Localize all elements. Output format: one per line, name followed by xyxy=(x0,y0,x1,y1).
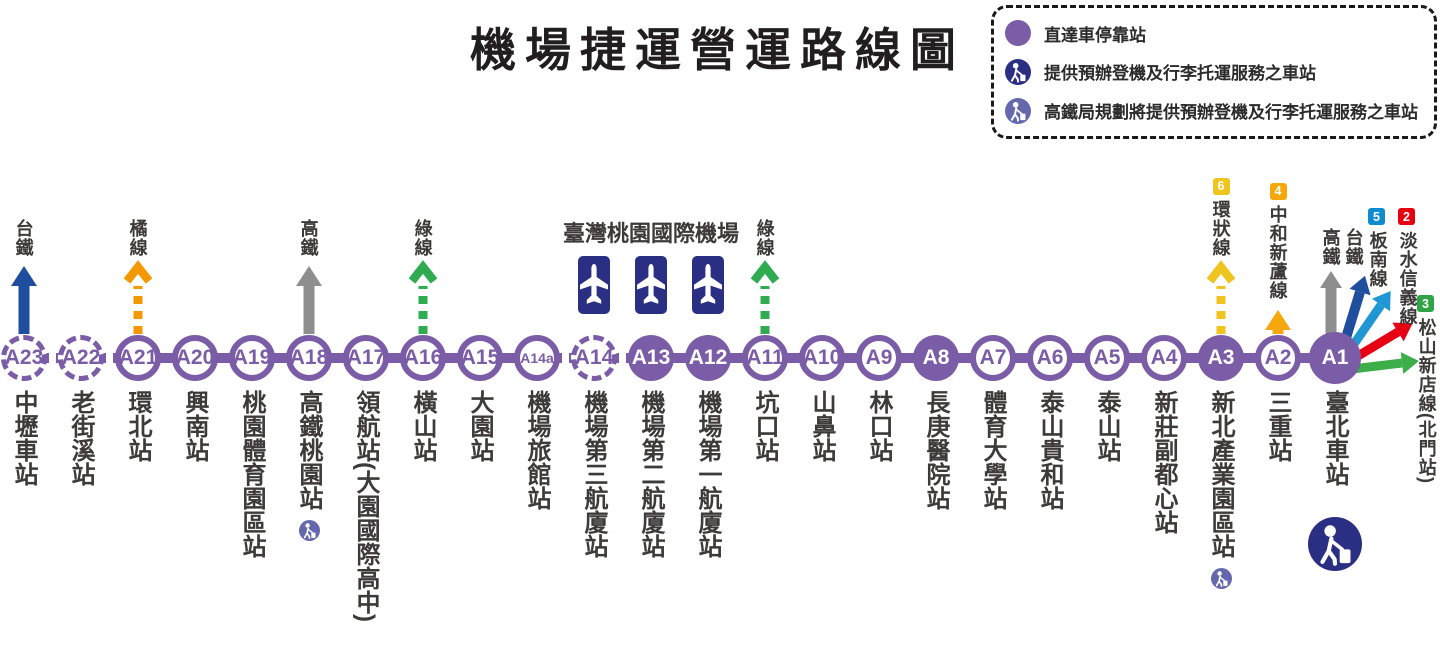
station-name-a23: 中壢車站 xyxy=(10,390,37,486)
station-node-a12: A12 xyxy=(685,335,731,381)
airplane-icon xyxy=(635,256,667,319)
terminus-arrowhead-5 xyxy=(1400,352,1419,374)
station-name-a17: 領航站(大園國際高中) xyxy=(352,390,379,622)
terminus-label-2: 台鐵 xyxy=(1343,228,1364,266)
transfer-label-A18: 高鐵 xyxy=(298,219,319,257)
planned-checkin-icon-a3 xyxy=(1210,568,1232,594)
line-badge-3: 3 xyxy=(1417,295,1434,312)
transfer-label-A11: 綠線 xyxy=(754,219,775,257)
line-badge-4: 4 xyxy=(1269,182,1287,200)
station-node-a22: A22 xyxy=(58,335,104,381)
station-node-a21: A21 xyxy=(115,335,161,381)
station-node-a7: A7 xyxy=(970,335,1016,381)
transfer-arrowhead-A3 xyxy=(1206,260,1236,284)
planned-checkin-service-icon xyxy=(1004,97,1032,125)
legend-row-express: 直達車停靠站 xyxy=(1004,19,1424,47)
legend-label-checkin: 提供預辦登機及行李托運服務之車站 xyxy=(1044,64,1316,84)
transfer-label-A16: 綠線 xyxy=(412,219,433,257)
transfer-arrowhead-A23 xyxy=(11,266,37,286)
station-name-a8: 長庚醫院站 xyxy=(922,390,949,510)
station-name-a14a: 機場旅館站 xyxy=(523,390,550,510)
terminus-label-4: 淡水信義線 xyxy=(1397,231,1418,326)
station-node-a13: A13 xyxy=(628,335,674,381)
airplane-glyph xyxy=(692,256,724,314)
station-name-a9: 林口站 xyxy=(865,390,892,462)
station-name-a19: 桃園體育園區站 xyxy=(238,390,265,558)
transfer-arrowhead-A16 xyxy=(408,260,438,284)
station-node-a14: A14 xyxy=(571,335,617,381)
page-title: 機場捷運營運路線圖 xyxy=(470,24,965,76)
station-node-a2: A2 xyxy=(1255,335,1301,381)
planned-checkin-icon-a18 xyxy=(298,520,320,546)
station-name-a7: 體育大學站 xyxy=(979,390,1006,510)
airplane-icon xyxy=(692,256,724,319)
station-node-a23: A23 xyxy=(1,335,47,381)
station-name-a2: 三重站 xyxy=(1264,390,1291,462)
terminus-arrowhead-2 xyxy=(1349,275,1371,296)
airplane-icon xyxy=(578,256,610,319)
station-name-a5: 泰山站 xyxy=(1093,390,1120,462)
station-name-a22: 老街溪站 xyxy=(67,390,94,486)
terminus-label-5: 松山新店線(北門站) xyxy=(1416,318,1437,484)
station-name-a16: 橫山站 xyxy=(409,390,436,462)
station-node-a5: A5 xyxy=(1084,335,1130,381)
transfer-label-A2: 中和新蘆線 xyxy=(1267,204,1288,300)
station-node-a10: A10 xyxy=(799,335,845,381)
terminus-label-3: 板南線 xyxy=(1367,231,1388,288)
station-name-a20: 興南站 xyxy=(181,390,208,462)
station-name-a11: 坑口站 xyxy=(751,390,778,462)
airplane-glyph xyxy=(578,256,610,314)
station-name-a3: 新北產業園區站 xyxy=(1207,390,1234,558)
line-badge-5: 5 xyxy=(1368,208,1385,225)
airplane-glyph xyxy=(635,256,667,314)
station-name-a1: 臺北車站 xyxy=(1321,390,1348,486)
transfer-arrowhead-A18 xyxy=(296,266,322,286)
transfer-label-A3: 環狀線 xyxy=(1210,199,1231,257)
legend-label-planned-checkin: 高鐵局規劃將提供預辦登機及行李托運服務之車站 xyxy=(1044,103,1418,123)
legend-label-express: 直達車停靠站 xyxy=(1044,25,1146,45)
station-node-a20: A20 xyxy=(172,335,218,381)
station-node-a15: A15 xyxy=(457,335,503,381)
station-name-a14: 機場第三航廈站 xyxy=(580,390,607,558)
transfer-arrowhead-A2 xyxy=(1265,310,1291,330)
checkin-icon-a1 xyxy=(1308,517,1362,576)
legend-row-planned-checkin: 高鐵局規劃將提供預辦登機及行李托運服務之車站 xyxy=(1004,97,1424,125)
transfer-label-A21: 橘線 xyxy=(127,219,148,257)
express-station-dot-icon xyxy=(1004,19,1032,47)
station-node-a19: A19 xyxy=(229,335,275,381)
station-name-a18: 高鐵桃園站 xyxy=(295,390,322,510)
station-name-a12: 機場第一航廈站 xyxy=(694,390,721,558)
transfer-arrowhead-A11 xyxy=(750,260,780,284)
terminus-label-1: 高鐵 xyxy=(1320,228,1341,266)
station-node-a17: A17 xyxy=(343,335,389,381)
transfer-label-A23: 台鐵 xyxy=(13,219,34,257)
station-node-a3: A3 xyxy=(1198,335,1244,381)
checkin-service-icon xyxy=(1004,58,1032,86)
terminus-arrowhead-1 xyxy=(1320,271,1342,288)
station-node-a6: A6 xyxy=(1027,335,1073,381)
terminus-arrowhead-3 xyxy=(1372,291,1391,312)
legend-box: 直達車停靠站 提供預辦登機及行李托運服務之車站 高鐵局規劃將提供預辦登機及行李托… xyxy=(991,5,1437,139)
station-name-a6: 泰山貴和站 xyxy=(1036,390,1063,510)
airport-name-label: 臺灣桃園國際機場 xyxy=(562,221,739,246)
line-badge-2: 2 xyxy=(1398,208,1415,225)
station-name-a15: 大園站 xyxy=(466,390,493,462)
terminus-arrowhead-4 xyxy=(1392,322,1413,342)
station-node-a8: A8 xyxy=(913,335,959,381)
station-name-a21: 環北站 xyxy=(124,390,151,462)
station-node-a14a: A14a xyxy=(514,335,560,381)
station-node-a18: A18 xyxy=(286,335,332,381)
terminus-line-5 xyxy=(1351,358,1403,374)
station-node-a4: A4 xyxy=(1141,335,1187,381)
station-node-a16: A16 xyxy=(400,335,446,381)
station-node-a11: A11 xyxy=(742,335,788,381)
station-node-a9: A9 xyxy=(856,335,902,381)
station-name-a13: 機場第二航廈站 xyxy=(637,390,664,558)
station-name-a10: 山鼻站 xyxy=(808,390,835,462)
station-node-a1: A1 xyxy=(1309,332,1361,384)
station-name-a4: 新莊副都心站 xyxy=(1150,390,1177,534)
line-badge-6: 6 xyxy=(1212,177,1230,195)
transfer-arrowhead-A21 xyxy=(123,260,153,284)
legend-row-checkin: 提供預辦登機及行李托運服務之車站 xyxy=(1004,58,1424,86)
